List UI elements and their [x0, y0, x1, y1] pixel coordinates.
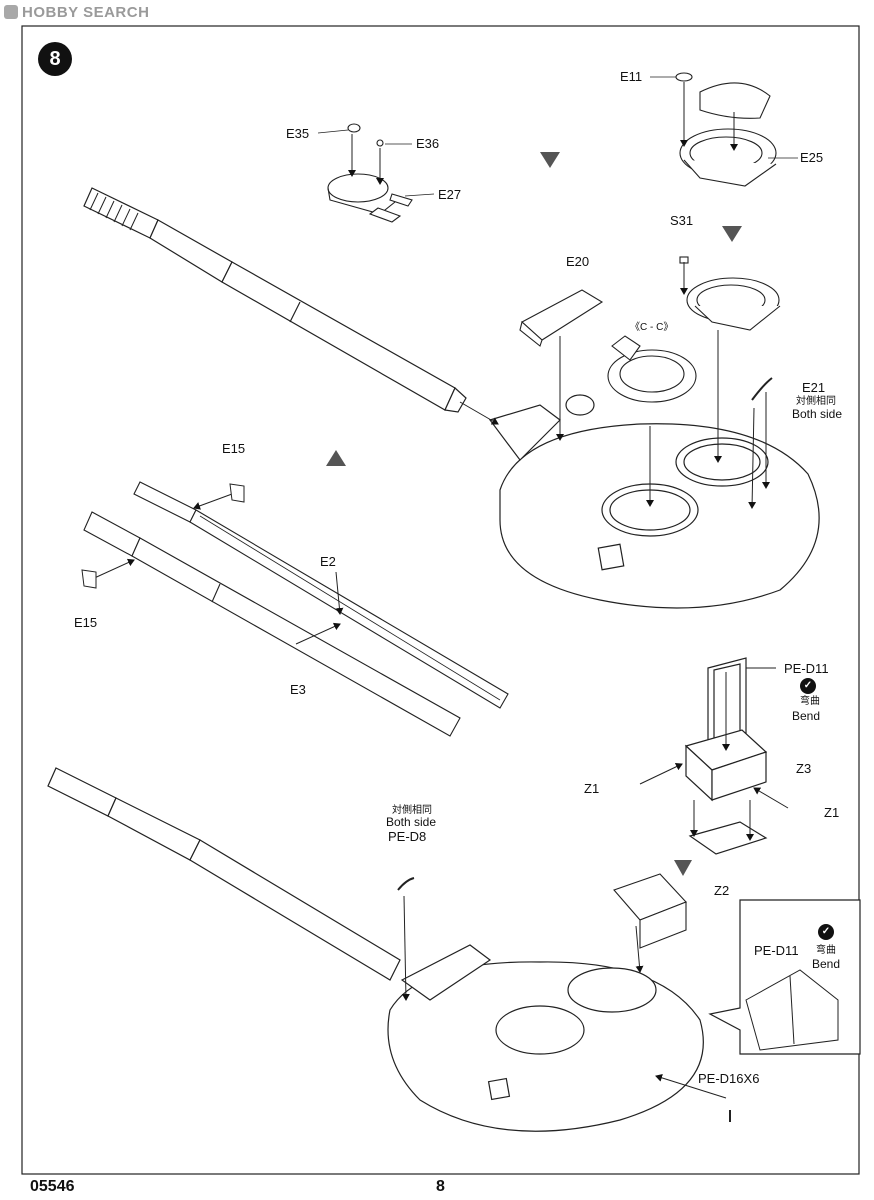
part-e20 — [519, 289, 604, 347]
hatch-e27 — [327, 123, 413, 223]
label-z1-right: Z1 — [824, 805, 840, 820]
bend-check-icon: ✓ — [800, 678, 816, 694]
label-z2: Z2 — [714, 883, 730, 898]
step-number: 8 — [38, 42, 72, 76]
ammo-box-2 — [613, 873, 687, 949]
label-e27: E27 — [438, 187, 462, 202]
barrel-top — [83, 187, 467, 413]
label-e35: E35 — [286, 126, 310, 141]
note-bend-en-2: Bend — [812, 957, 841, 971]
label-e20: E20 — [566, 254, 590, 269]
hatch-e25 — [675, 72, 777, 187]
label-e15-top: E15 — [222, 441, 246, 456]
part-pe-d8 — [397, 877, 415, 891]
detail-inset — [708, 899, 861, 1055]
label-e2: E2 — [320, 554, 336, 569]
hobby-search-logo-icon — [4, 5, 18, 19]
note-both-side-cn-1: 対側相同 — [796, 396, 836, 407]
barrel-halves — [83, 481, 509, 737]
note-bend-cn-1: 弯曲 — [800, 696, 820, 707]
part-e21 — [751, 377, 773, 401]
label-pe-d8: PE-D8 — [388, 829, 427, 844]
label-e25: E25 — [800, 150, 824, 165]
label-e3: E3 — [290, 682, 306, 697]
label-s31: S31 — [670, 213, 694, 228]
kit-code: 05546 — [30, 1178, 75, 1195]
turret-upper — [489, 394, 820, 609]
note-both-side-cn-2: 対側相同 — [392, 805, 432, 816]
barrel-bottom — [47, 767, 401, 981]
page-frame — [21, 25, 860, 1175]
note-both-side-en-2: Both side — [386, 815, 437, 829]
label-e11: E11 — [620, 69, 643, 84]
note-bend-en-1: Bend — [792, 709, 821, 723]
label-pe-d11: PE-D11 — [784, 661, 829, 676]
note-bend-cn-2: 弯曲 — [816, 945, 836, 956]
label-e21: E21 — [802, 380, 826, 395]
label-e36: E36 — [416, 136, 440, 151]
watermark: HOBBY SEARCH — [22, 4, 150, 21]
turret-lower — [387, 944, 704, 1132]
label-z3: Z3 — [796, 761, 812, 776]
page-number: 8 — [436, 1178, 445, 1195]
label-z1-left: Z1 — [584, 781, 600, 796]
label-e15-bottom: E15 — [74, 615, 98, 630]
label-pe-d11-detail: PE-D11 — [754, 943, 799, 958]
bend-check-icon: ✓ — [818, 924, 834, 940]
hatch-cc — [607, 335, 697, 403]
hatch-s31 — [679, 256, 781, 331]
note-both-side-en-1: Both side — [792, 407, 843, 421]
label-section-cc: 《C - C》 — [630, 322, 674, 333]
label-pe-d16: PE-D16X6 — [698, 1071, 760, 1086]
